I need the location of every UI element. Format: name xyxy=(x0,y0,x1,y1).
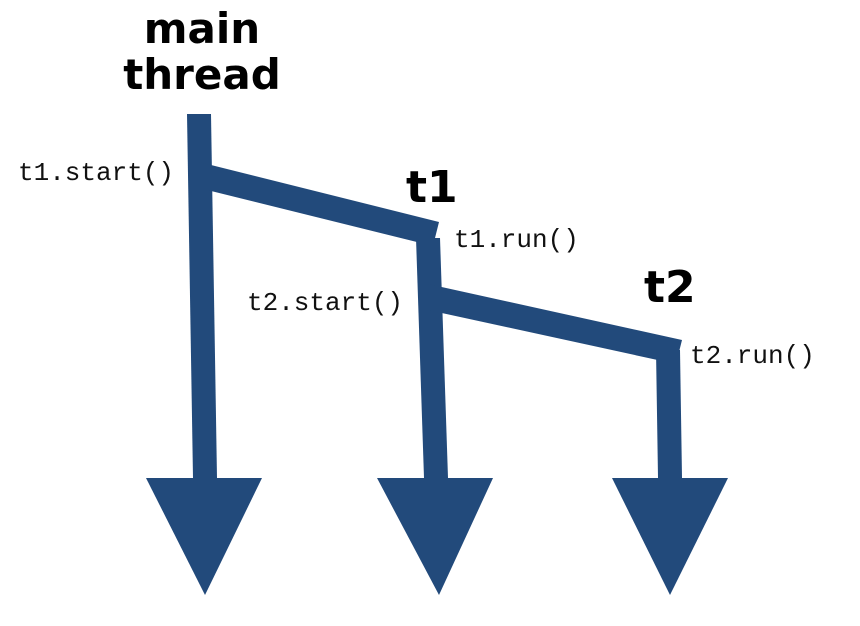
t1-start-label: t1.start() xyxy=(18,158,175,188)
t1-to-t2-branch xyxy=(428,284,682,364)
t1-title: t1 xyxy=(406,162,458,213)
t2-thread-line xyxy=(656,350,682,478)
t2-start-label: t2.start() xyxy=(247,288,404,318)
main-thread-title-line2: thread xyxy=(123,50,281,100)
t2-thread-arrowhead xyxy=(612,478,728,595)
main-thread-line xyxy=(187,114,217,478)
t1-thread-line xyxy=(416,238,448,478)
main-thread-title-line1: main xyxy=(143,4,261,53)
main-thread-arrowhead xyxy=(146,478,262,595)
t2-title: t2 xyxy=(644,262,696,313)
main-thread-title: main thread xyxy=(92,4,312,100)
t1-run-label: t1.run() xyxy=(454,225,579,255)
t1-thread-arrowhead xyxy=(377,478,493,595)
t2-run-label: t2.run() xyxy=(690,341,815,371)
main-to-t1-branch xyxy=(199,162,439,246)
